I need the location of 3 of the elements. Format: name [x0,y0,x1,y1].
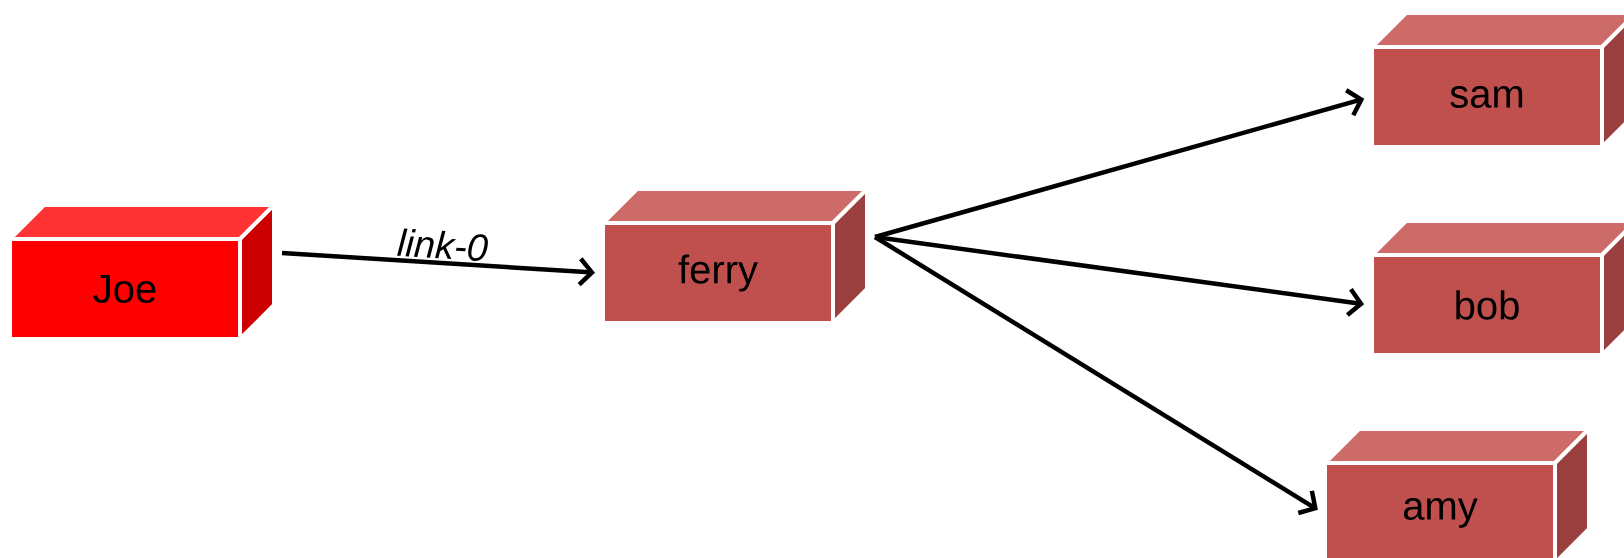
edge-label: link-0 [395,227,490,263]
arrow [873,235,1318,516]
arrow [874,234,1365,317]
